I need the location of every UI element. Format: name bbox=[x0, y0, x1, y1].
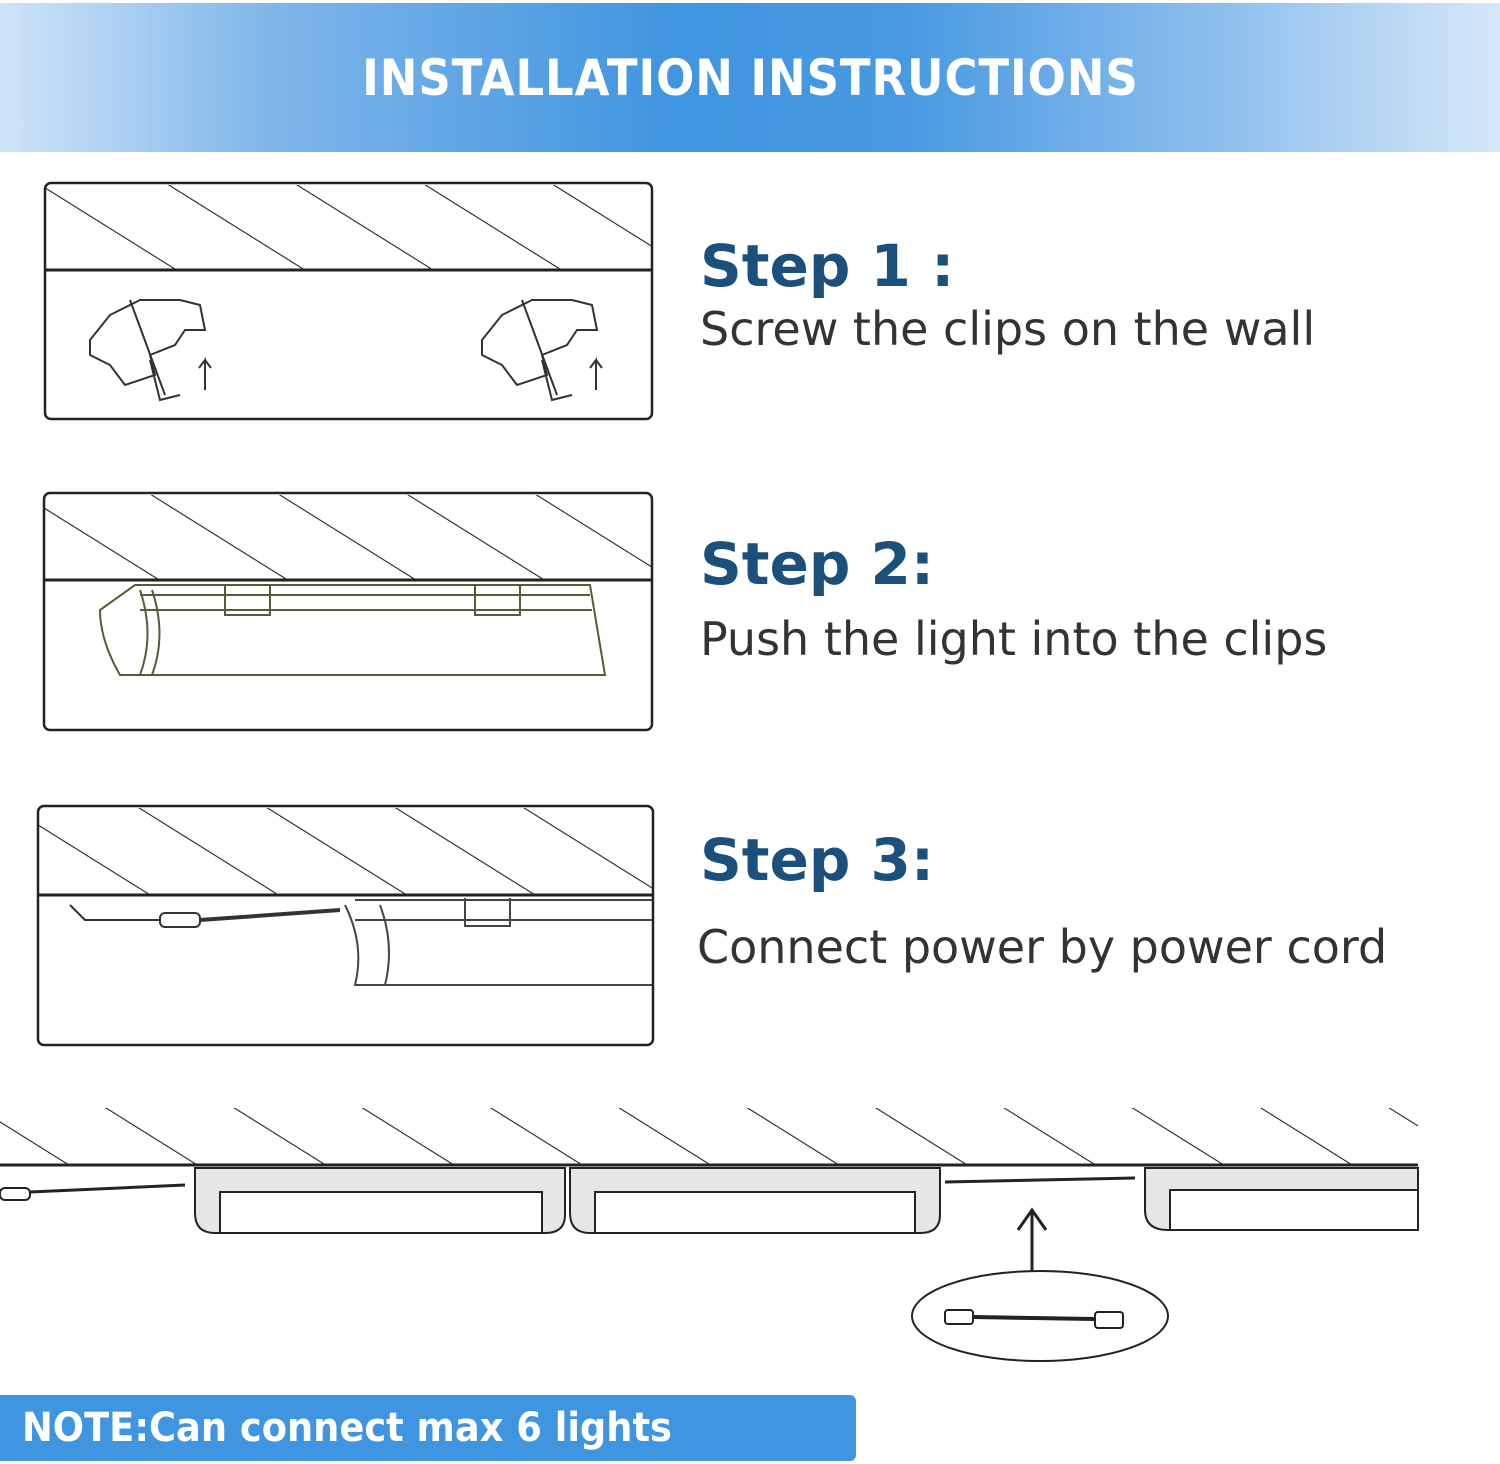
step1-description: Screw the clips on the wall bbox=[700, 302, 1316, 356]
note-banner: NOTE:Can connect max 6 lights bbox=[0, 1395, 856, 1461]
connector-cable-icon bbox=[911, 1270, 1169, 1362]
step1-illustration bbox=[43, 181, 654, 421]
step3-title: Step 3: bbox=[700, 826, 935, 894]
step2-illustration bbox=[42, 491, 654, 732]
step2-description: Push the light into the clips bbox=[700, 612, 1328, 666]
note-text: NOTE:Can connect max 6 lights bbox=[22, 1405, 672, 1451]
power-cord-icon bbox=[69, 904, 341, 928]
step3-description: Connect power by power cord bbox=[697, 920, 1388, 974]
arrow-up-icon bbox=[1016, 1207, 1048, 1275]
light-fixture-icon bbox=[98, 584, 607, 676]
step3-illustration bbox=[36, 804, 655, 1047]
linked-lights-illustration bbox=[0, 1108, 1419, 1362]
step2-title: Step 2: bbox=[700, 530, 935, 598]
page-title: INSTALLATION INSTRUCTIONS bbox=[361, 48, 1139, 107]
clip-with-screw-icon bbox=[481, 299, 603, 402]
light-fixture-icon bbox=[344, 898, 652, 986]
clip-with-screw-icon bbox=[89, 299, 212, 402]
header-banner: INSTALLATION INSTRUCTIONS bbox=[0, 3, 1500, 152]
step1-title: Step 1 : bbox=[700, 232, 955, 300]
